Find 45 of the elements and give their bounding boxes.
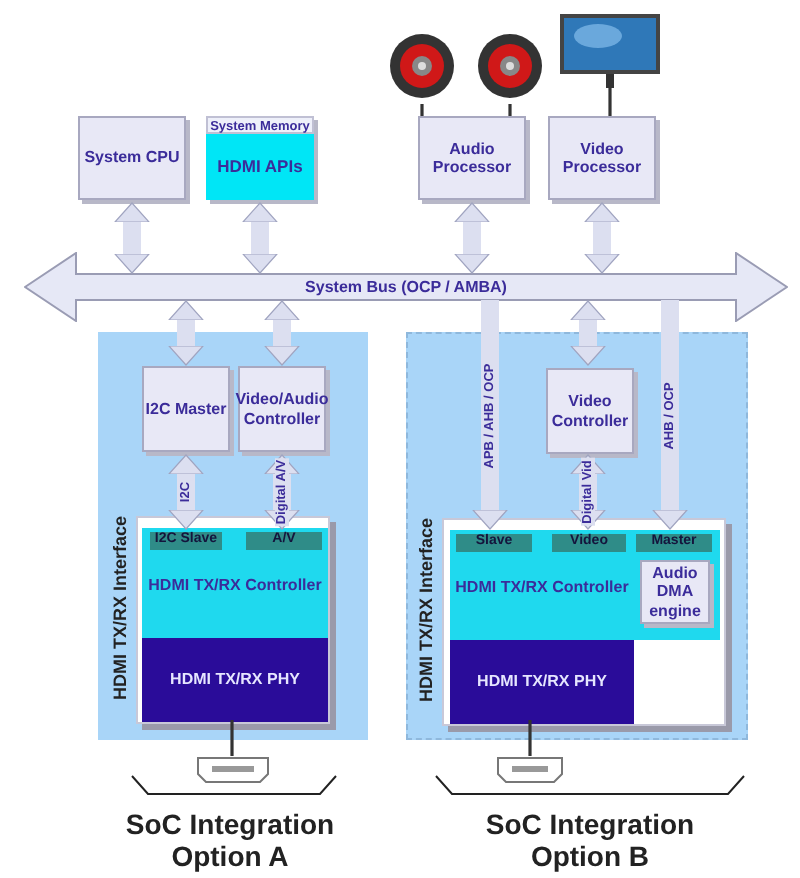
interface-panel <box>406 332 748 740</box>
controller-box: Video Controller <box>546 368 634 454</box>
speaker-icon <box>388 32 456 104</box>
double-arrow <box>242 202 278 274</box>
memory-box <box>206 116 314 200</box>
double-arrow <box>570 454 606 530</box>
caption: SoC Integration Option B <box>483 808 697 873</box>
controller-block <box>142 528 328 638</box>
panel-title: HDMI TX/RX Interface <box>110 516 131 701</box>
arrow <box>472 300 508 530</box>
processor-box: Audio Processor <box>418 116 526 200</box>
connector-line <box>508 104 512 116</box>
block-title: HDMI TX/RX Controller <box>146 576 324 595</box>
caption: SoC Integration Option A <box>123 808 337 873</box>
monitor-icon <box>558 12 662 88</box>
api-box: HDMI APIs <box>206 134 314 200</box>
bus-arrow <box>24 252 788 322</box>
processor-box: System CPU <box>78 116 186 200</box>
controller-block <box>450 530 720 640</box>
processor-box: Video Processor <box>548 116 656 200</box>
engine-box: Audio DMA engine <box>640 560 710 624</box>
connector-line <box>528 720 532 756</box>
arrow <box>652 300 688 530</box>
connector-line <box>230 720 234 756</box>
block-title: HDMI TX/RX Controller <box>453 578 631 597</box>
panel-title: HDMI TX/RX Interface <box>416 518 437 703</box>
connector-line <box>608 88 612 116</box>
double-arrow <box>584 202 620 274</box>
connector-line <box>420 104 424 116</box>
double-arrow <box>168 454 204 530</box>
bus-label: System Bus (OCP / AMBA) <box>303 276 509 298</box>
controller-box: I2C Master <box>142 366 230 452</box>
double-arrow <box>570 300 606 366</box>
double-arrow <box>264 300 300 366</box>
interface-panel <box>98 332 368 740</box>
double-arrow <box>168 300 204 366</box>
double-arrow <box>264 454 300 530</box>
speaker-icon <box>476 32 544 104</box>
phy-block: HDMI TX/RX PHY <box>142 638 328 722</box>
double-arrow <box>454 202 490 274</box>
connector-icon <box>196 756 270 784</box>
phy-block: HDMI TX/RX PHY <box>450 640 634 724</box>
double-arrow <box>114 202 150 274</box>
connector-icon <box>496 756 564 784</box>
controller-box: Video/Audio Controller <box>238 366 326 452</box>
